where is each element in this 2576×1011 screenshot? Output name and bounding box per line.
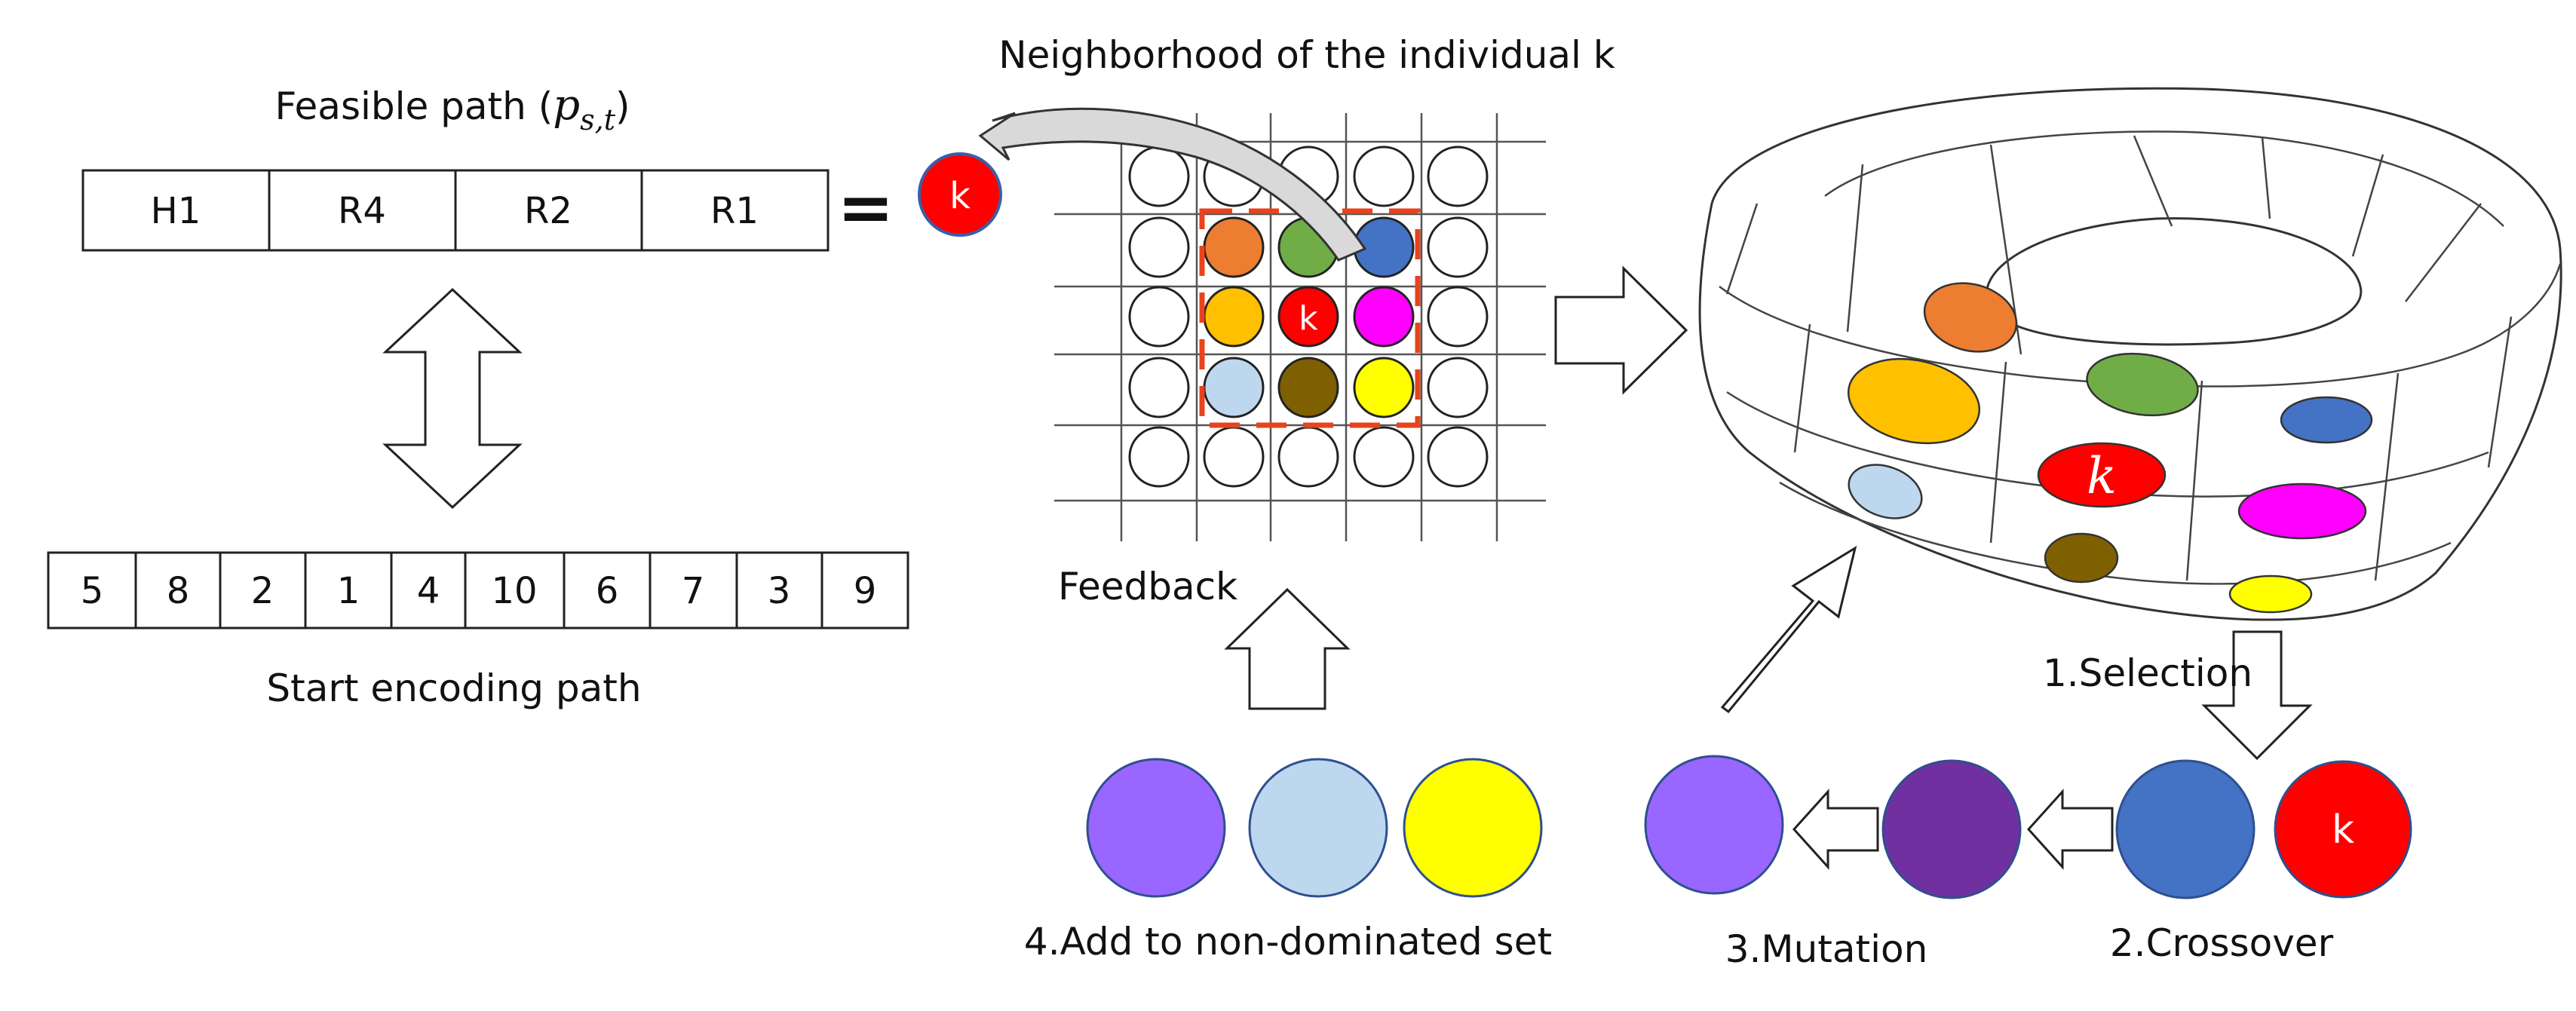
left-arrow-icon <box>2026 789 2114 870</box>
grid-cell <box>1128 426 1190 488</box>
torus-k-label: k <box>2087 447 2117 505</box>
encoding-cell: 3 <box>768 570 791 612</box>
double-arrow-icon <box>382 287 523 510</box>
mutation-dark-circle <box>1881 759 2022 899</box>
non-dominated-set-label: 4.Add to non-dominated set <box>1024 920 1552 964</box>
set-circle-lightblue <box>1248 758 1388 898</box>
grid-cell <box>1353 426 1415 488</box>
encoding-cell: 8 <box>167 570 190 612</box>
grid-cell <box>1203 426 1265 488</box>
grid-cell <box>1277 426 1339 488</box>
grid-cell <box>1427 357 1489 418</box>
grid-cell <box>1353 286 1415 348</box>
torus-individual <box>2280 396 2373 444</box>
down-arrow-icon <box>2201 630 2313 761</box>
encoding-cell: 5 <box>81 570 104 612</box>
selection-label: 1.Selection <box>2043 651 2252 695</box>
torus-seam <box>1793 323 1811 453</box>
up-arrow-icon <box>1224 587 1351 710</box>
torus-seam <box>1846 164 1864 332</box>
torus-seam <box>1989 361 2007 544</box>
torus-ridge <box>1779 481 2452 585</box>
neighborhood-grid <box>1054 113 1546 541</box>
neighborhood-circles <box>1128 146 1489 488</box>
encoding-cell: 7 <box>682 570 705 612</box>
selected-k-circle <box>2274 760 2412 899</box>
grid-cell <box>1203 216 1265 278</box>
encoding-path-label: Start encoding path <box>266 666 641 710</box>
feedback-label: Feedback <box>1058 565 1237 608</box>
torus-hole <box>1985 217 2363 346</box>
torus-individual <box>2044 532 2119 584</box>
torus-seam <box>2374 372 2400 581</box>
set-circle-purple <box>1086 758 1226 898</box>
grid-cell <box>1427 426 1489 488</box>
encoding-cell: 10 <box>491 570 537 612</box>
grid-cell <box>1353 357 1415 418</box>
grid-cell <box>1128 286 1190 348</box>
torus-seam <box>2405 203 2482 302</box>
equals-sign: = <box>837 168 894 247</box>
torus-individual <box>1848 464 1923 519</box>
grid-cell <box>1353 146 1415 207</box>
torus-seam <box>1725 203 1759 295</box>
encoding-path-box <box>47 551 909 630</box>
encoding-cell: 9 <box>854 570 877 612</box>
torus-population: k <box>1698 87 2562 621</box>
grid-cell <box>1128 357 1190 418</box>
diagonal-up-arrow-icon <box>1720 545 1857 714</box>
encoding-cell: 1 <box>337 570 360 612</box>
feasible-cell: R4 <box>338 190 386 232</box>
torus-individual <box>1923 282 2018 353</box>
grid-cell <box>1128 146 1190 207</box>
feasible-cell: R1 <box>710 190 759 232</box>
torus-individual <box>2228 574 2313 614</box>
grid-cell <box>1277 357 1339 418</box>
feasible-path-title: Feasible path (ps,t) <box>275 81 630 136</box>
torus-individual <box>1847 357 1981 445</box>
torus-individual-k <box>2037 442 2167 508</box>
torus-seam <box>2185 380 2203 581</box>
grid-cell <box>1203 286 1265 348</box>
encoding-cell: 6 <box>596 570 619 612</box>
torus-individual <box>2086 352 2199 417</box>
selected-k-label: k <box>2332 807 2354 853</box>
crossover-label: 2.Crossover <box>2110 921 2334 965</box>
torus-seam <box>2487 316 2513 468</box>
torus-seam <box>2261 136 2271 219</box>
feasible-cell: H1 <box>151 190 201 232</box>
torus-individual <box>2237 483 2367 540</box>
grid-cell-k <box>1277 286 1339 348</box>
grid-cell <box>1427 146 1489 207</box>
grid-cell <box>1128 216 1190 278</box>
neighborhood-title: Neighborhood of the individual k <box>998 33 1615 77</box>
torus-seam <box>2133 135 2173 227</box>
feasible-cell: R2 <box>524 190 572 232</box>
feasible-path-group: Feasible path (ps,t) H1 R4 R2 R1 = k <box>81 81 1002 252</box>
crossover-circle <box>2115 759 2256 899</box>
right-arrow-icon <box>1554 265 1688 395</box>
encoding-cell: 2 <box>251 570 274 612</box>
torus-ridge <box>1824 130 2504 227</box>
grid-k-label: k <box>1299 299 1318 338</box>
mutation-light-circle <box>1644 755 1784 895</box>
individual-k-circle <box>918 152 1002 237</box>
encoding-cell: 4 <box>417 570 440 612</box>
grid-cell <box>1427 286 1489 348</box>
individual-k-label: k <box>949 175 971 217</box>
set-circle-yellow <box>1403 758 1543 898</box>
torus-seam <box>2351 154 2384 257</box>
grid-cell <box>1203 357 1265 418</box>
left-arrow-icon <box>1792 789 1879 870</box>
grid-cell <box>1427 216 1489 278</box>
mutation-label: 3.Mutation <box>1725 927 1928 971</box>
curved-arrow-icon <box>978 107 1367 262</box>
encoding-path-group: 5 8 2 1 4 10 6 7 3 9 Start encoding path <box>47 551 909 710</box>
